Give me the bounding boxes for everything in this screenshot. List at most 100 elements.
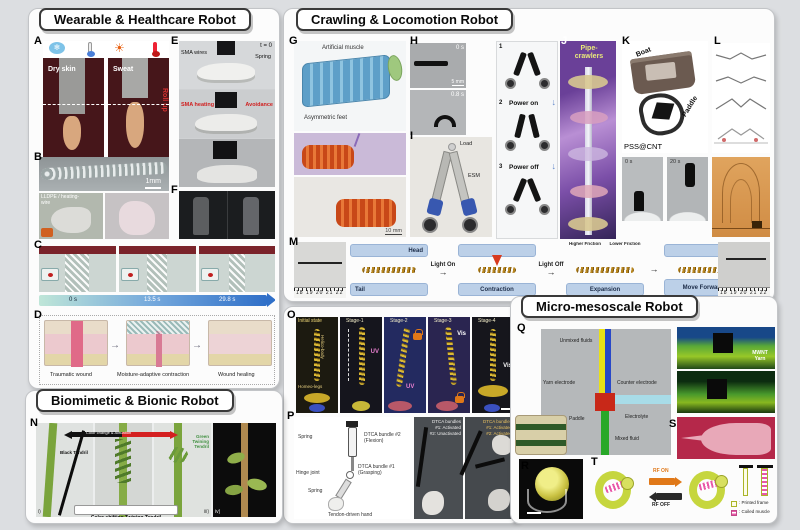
section-title-crawling: Crawling & Locomotion Robot (296, 8, 514, 31)
rf-off-label: RF OFF (652, 502, 671, 508)
panel-letter-N: N (30, 417, 38, 429)
uv-label-1: UV (370, 349, 379, 355)
p-cap1-line3: #2: Unactivated (429, 431, 461, 436)
yarn-photo-2 (677, 371, 775, 413)
panel-L-photo (712, 157, 770, 237)
rf-arrows: RF ON RF OFF (649, 468, 683, 515)
p-cap1-line2: #1: Activated (435, 425, 461, 430)
expansion-label: Expansion (589, 286, 621, 293)
panel-G-diagram: Artificial muscle Asymmetric feet (294, 41, 406, 131)
p-photo-1: DTCA bundles #1: Activated #2: Unactivat… (414, 417, 463, 519)
legs-grip-shape (436, 401, 458, 411)
m-contraction-box: Contraction (458, 283, 536, 296)
panel-D-diagram: → → Traumatic wound Moisture-adaptive co… (39, 315, 275, 385)
light-on-label: Light On (430, 261, 456, 268)
seq-step-1: 1 (499, 44, 503, 50)
trouser-rolled-shape (122, 58, 148, 98)
sun-icon: ☀ (114, 41, 125, 55)
panel-C-sequence: 0 s 13.5 s 29.8 s (39, 246, 275, 308)
wave (622, 211, 663, 221)
ruler-numbers-left: 18 19 20 21 22 (296, 290, 344, 296)
o-caption-0: Initial state (298, 318, 322, 324)
helix-coil-5 (568, 217, 608, 231)
time-29s: 29.8 s (219, 297, 236, 303)
panel-letter-L: L (714, 35, 721, 47)
stem-shape (174, 423, 182, 517)
jumper-schematic-drawing (714, 52, 768, 144)
roll-up-label: Roll up (161, 88, 168, 112)
section-title-text: Crawling & Locomotion Robot (311, 12, 499, 27)
down-arrow-icon-1: ↓ (551, 97, 557, 107)
wound-gash-closing (156, 331, 162, 367)
panel-L-schematics (712, 43, 770, 153)
m-arrow-plain: → (644, 264, 664, 275)
legs-grip-shape (388, 401, 412, 411)
panel-G-photo2: 10 mm (294, 177, 406, 237)
helico-body-shape (444, 326, 458, 386)
panel-A-icons-cold: ❄ (43, 41, 104, 57)
panel-P-schematic: Spring DTCA bundle #2 (Flexion) Hinge jo… (294, 417, 410, 519)
hinge-shape (346, 471, 354, 479)
down-arrow-icon-2: ↓ (551, 161, 557, 171)
section-title-text: Micro-mesoscale Robot (536, 299, 683, 314)
droplet (48, 273, 53, 277)
c-frame-2 (119, 246, 196, 292)
move-forward-label: Move Forward (682, 284, 724, 291)
h-frame-08s: 0.8 s (410, 90, 466, 135)
time-13s: 13.5 s (144, 297, 161, 303)
panel-letter-P: P (287, 410, 295, 422)
left-arrowhead-icon (64, 430, 72, 439)
helix-coil-4 (570, 185, 608, 198)
pin-body (743, 468, 748, 496)
section-wearable: Wearable & Healthcare Robot A ❄ ☀ Dry sk… (28, 8, 280, 389)
head-label: Head (408, 247, 423, 254)
ruler: 18 19 20 21 22 (294, 287, 346, 298)
scale-5mm: 5 mm (451, 78, 464, 86)
stem-shape (42, 423, 58, 517)
legend-frame-swatch (731, 501, 737, 507)
swimmer-shape-1 (634, 191, 644, 213)
crawler-shape-1 (302, 145, 354, 169)
right-arrow-icon: → (649, 264, 659, 275)
sweat-label: Sweat (113, 66, 134, 73)
legs-shape (304, 393, 330, 403)
mount-bar (346, 421, 358, 427)
ruler-ticks (718, 288, 770, 291)
crawler-shape-2 (336, 199, 396, 227)
lock-icon (455, 392, 465, 403)
stalk-shape (241, 423, 248, 517)
panel-letter-O: O (287, 309, 296, 321)
helico-body-shape (395, 326, 411, 388)
rf-on-arrowhead-icon (675, 476, 682, 487)
uv-label-2: UV (406, 384, 415, 391)
swimmer-shape-2 (685, 163, 695, 187)
divider-line (43, 104, 104, 105)
pin-diagram-2 (757, 465, 773, 499)
p-bundle2-label: DTCA bundle #2 (364, 432, 401, 438)
boot-shape-1 (193, 197, 209, 235)
seq-wheel (505, 78, 516, 89)
coil-ring-shape (527, 489, 567, 513)
k-frame-20s: 20 s (667, 157, 708, 221)
ruler: 18 19 20 21 22 (718, 287, 770, 298)
vis-label-2: Vis (503, 363, 512, 369)
wound-block-1 (44, 320, 108, 367)
panel-letter-M: M (289, 236, 299, 248)
power-off-label: Power off (509, 164, 539, 171)
helico-body-shape (490, 329, 496, 381)
k-time-20: 20 s (670, 159, 681, 165)
c-frame-3 (199, 246, 275, 292)
timeline-arrowhead-icon (267, 293, 275, 307)
panel-E-frame2: SMA heating Avoidance (179, 90, 275, 138)
rod-shape (351, 457, 354, 471)
p-hinge-label: Hinge joint (296, 470, 320, 476)
esm-label: ESM (468, 173, 480, 179)
extension-arrow (348, 329, 349, 381)
m-photo-left: 18 19 20 21 22 (294, 242, 346, 298)
electrolyte-label: Electrolyte (625, 414, 649, 420)
mixed-fluid-shape (601, 411, 609, 455)
base-blob (309, 404, 325, 412)
seq-step-3: 3 (499, 164, 503, 170)
pipe-crawlers-title: Pipe-crawlers (574, 45, 604, 60)
helix-coil-2 (570, 111, 608, 124)
